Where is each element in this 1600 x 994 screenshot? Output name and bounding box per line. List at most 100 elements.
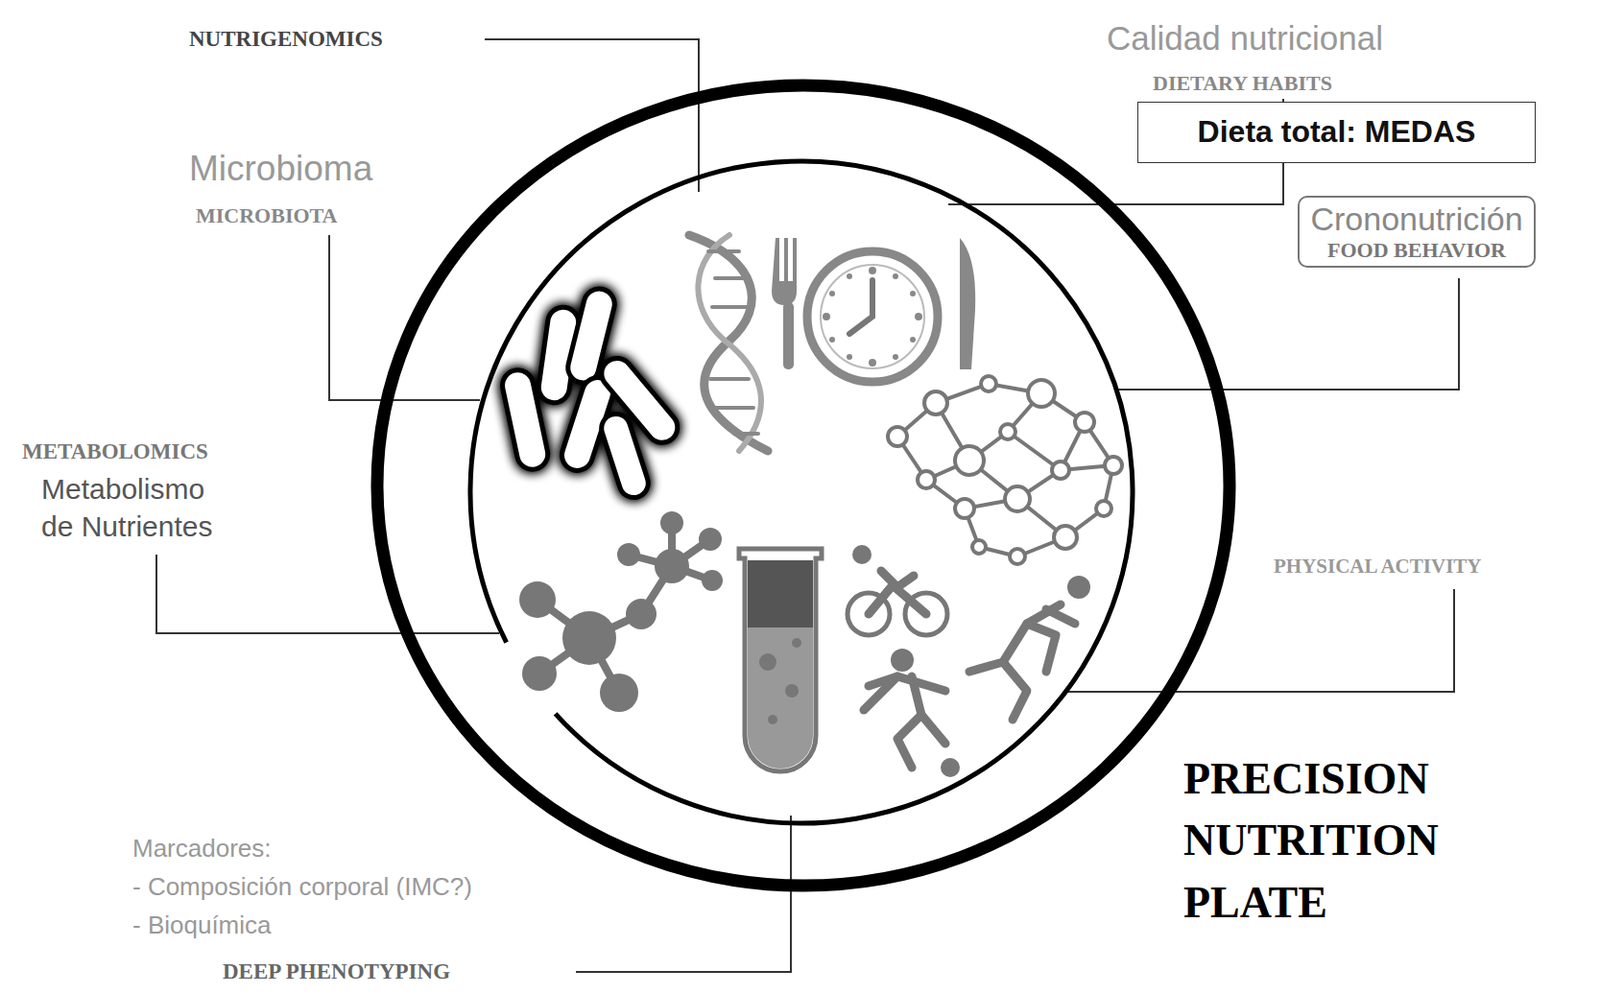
test-tube-icon: [747, 627, 813, 769]
molecule-icon: [519, 581, 556, 619]
section-label: MICROBIOTA: [195, 203, 338, 228]
molecule-icon: [522, 656, 557, 692]
cutlery-clock-icon: [909, 336, 916, 343]
section-label: NUTRIGENOMICS: [189, 26, 383, 52]
cutlery-clock-icon: [820, 264, 925, 369]
test-tube-icon: [759, 653, 777, 671]
cutlery-clock-icon: [892, 273, 899, 280]
brain-network-icon: [926, 479, 1066, 538]
section-label: Microbioma: [189, 148, 373, 191]
dna-icon: [712, 305, 747, 310]
dna-icon: [708, 249, 740, 254]
physical-activity-icon: [969, 604, 1061, 672]
brain-network-icon: [969, 460, 1114, 500]
box-text: Crononutrición: [1310, 200, 1523, 239]
cutlery-clock-icon: [846, 354, 853, 360]
cutlery-clock-icon: [822, 266, 923, 367]
physical-activity-icon: [863, 676, 898, 711]
note-text: Marcadores:: [132, 835, 272, 864]
cutlery-clock-icon: [771, 238, 797, 306]
brain-network-icon: [924, 391, 948, 415]
brain-network-icon: [1053, 525, 1077, 550]
brain-network-icon: [980, 376, 997, 392]
test-tube-icon: [739, 549, 822, 772]
dna-icon: [734, 431, 759, 436]
plate-title: PRECISION NUTRITION PLATE: [1183, 748, 1529, 934]
dna-icon: [715, 405, 754, 410]
section-label: DIETARY HABITS: [1152, 71, 1333, 96]
physical-activity-icon: [897, 715, 922, 768]
brain-network-icon: [1096, 501, 1112, 517]
test-tube-icon: [747, 560, 813, 628]
cutlery-clock-icon: [909, 290, 916, 297]
brain-network-icon: [917, 471, 935, 489]
section-label: Metabolismo de Nutrientes: [41, 470, 234, 546]
physical-activity-icon: [1002, 662, 1027, 720]
molecule-icon: [599, 673, 639, 713]
leader-line: [1066, 589, 1455, 693]
section-label: Calidad nutricional: [1106, 19, 1384, 58]
cutlery-clock-icon: [807, 251, 938, 383]
brain-network-icon: [887, 376, 1123, 565]
brain-network-icon: [897, 383, 1114, 557]
molecule-icon: [562, 611, 617, 666]
dna-icon: [697, 235, 762, 452]
cutlery-clock-icon: [868, 358, 877, 367]
brain-network-icon: [972, 540, 986, 554]
brain-network-icon: [1027, 380, 1055, 407]
molecule-icon: [654, 549, 690, 584]
note-text: - Composición corporal (IMC?): [132, 873, 473, 903]
dna-icon: [715, 276, 749, 281]
cutlery-clock-icon: [829, 336, 836, 343]
dna-icon: [708, 251, 759, 434]
brain-network-icon: [955, 499, 975, 519]
molecule-icon: [519, 511, 723, 713]
leader-line: [1117, 278, 1459, 390]
molecule-icon: [617, 543, 641, 567]
cutlery-clock-icon: [959, 238, 976, 370]
molecule-icon: [701, 570, 723, 592]
diet-box: Dieta total: MEDAS: [1137, 101, 1536, 164]
physical-activity-icon: [890, 648, 914, 672]
box-text: Dieta total: MEDAS: [1197, 114, 1477, 150]
physical-activity-icon: [881, 571, 914, 588]
cutlery-clock-icon: [822, 312, 831, 321]
leader-line: [156, 554, 500, 634]
test-tube-icon: [785, 684, 799, 698]
brain-network-icon: [887, 427, 908, 447]
chrononutrition-box: CrononutriciónFOOD BEHAVIOR: [1297, 195, 1536, 268]
brain-network-icon: [897, 393, 1042, 480]
test-tube-icon: [739, 549, 822, 772]
physical-activity-icon: [940, 758, 960, 778]
section-label: DEEP PHENOTYPING: [222, 959, 451, 985]
bacteria-icon: [500, 286, 685, 502]
brain-network-icon: [1000, 424, 1016, 440]
bacteria-icon: [597, 410, 652, 502]
molecule-icon: [698, 527, 722, 551]
brain-network-icon: [1007, 422, 1085, 471]
cutlery-clock-icon: [914, 312, 923, 321]
physical-activity-icon: [1026, 623, 1056, 672]
cutlery-clock-icon: [846, 273, 853, 280]
test-tube-icon: [767, 715, 778, 725]
cutlery-clock-icon: [849, 280, 873, 335]
plate-rim: [470, 161, 1133, 824]
cutlery-clock-icon: [892, 354, 899, 360]
section-label: PHYSICAL ACTIVITY: [1273, 554, 1481, 578]
test-tube-icon: [759, 638, 802, 725]
note-text: - Bioquímica: [132, 911, 272, 941]
brain-network-icon: [1009, 549, 1026, 565]
cutlery-clock-icon: [868, 266, 877, 275]
test-tube-icon: [791, 638, 802, 648]
brain-network-icon: [1004, 486, 1030, 512]
brain-network-icon: [1104, 456, 1123, 475]
dna-icon: [689, 235, 768, 452]
cutlery-clock-icon: [783, 302, 794, 370]
cutlery-clock-icon: [771, 238, 976, 383]
leader-line: [484, 39, 699, 192]
molecule-icon: [625, 598, 657, 630]
cutlery-clock-icon: [829, 290, 836, 297]
dna-icon: [689, 235, 768, 452]
plate-rim: [377, 85, 1230, 886]
